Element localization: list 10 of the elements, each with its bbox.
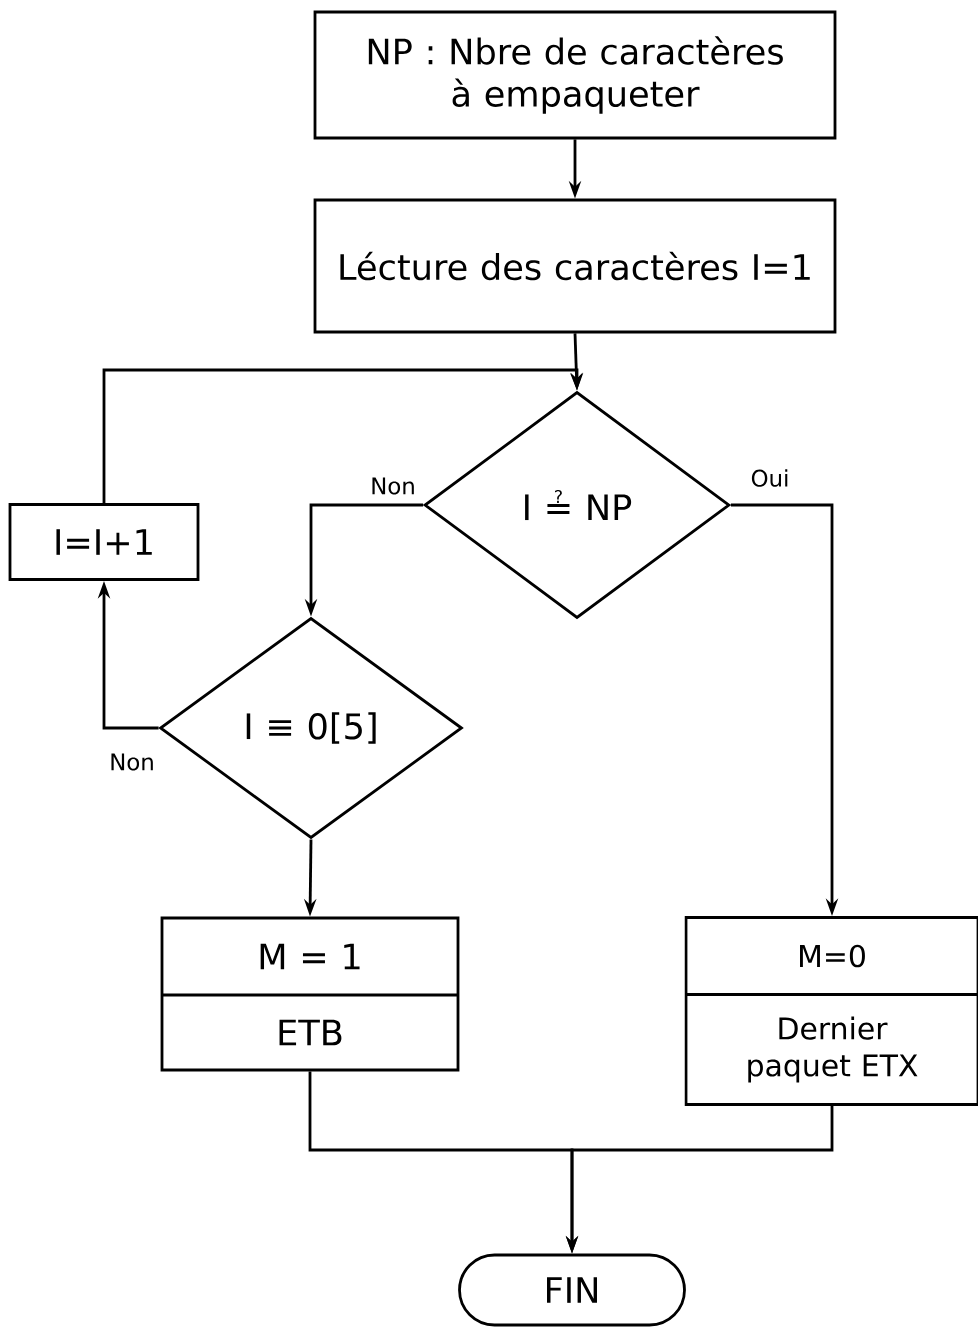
terminal-box: FIN [458, 1253, 686, 1327]
edge-label: Non [368, 475, 418, 497]
edge-label: Oui [748, 467, 792, 489]
process-box: M=0 Dernier paquet ETX [684, 916, 978, 1106]
process-box: M = 1 ETB [160, 916, 460, 1072]
edge-label: Non [107, 751, 157, 773]
process-box: NP : Nbre de caractères à empaqueter [313, 10, 837, 140]
arrow [102, 368, 584, 504]
process-box: Lécture des caractères I=1 [313, 198, 837, 334]
process-box: I=I+1 [8, 503, 200, 581]
